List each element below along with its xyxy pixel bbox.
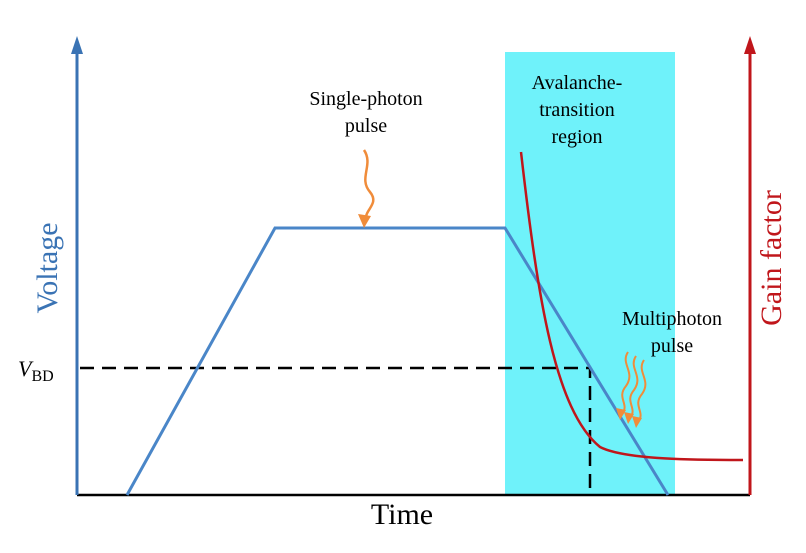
breakdown-voltage-symbol: V: [18, 356, 34, 381]
multiphoton-arrowhead-1: [616, 408, 626, 420]
multiphoton-label-line1: Multiphoton: [622, 308, 722, 330]
time-axis-label: Time: [371, 498, 433, 531]
single-photon-arrowhead: [358, 214, 371, 228]
region-label-line1: Avalanche-: [532, 72, 623, 94]
voltage-pulse-line: [125, 226, 670, 496]
breakdown-voltage-subscript: BD: [31, 368, 53, 385]
voltage-axis-label: Voltage: [31, 222, 64, 313]
gain-axis-arrowhead: [744, 36, 756, 54]
multiphoton-label-line2: pulse: [651, 335, 693, 357]
single-photon-arrow: [362, 149, 375, 221]
region-label-line2: transition: [539, 99, 615, 121]
gain-factor-curve: [519, 151, 744, 462]
gain-axis-label: Gain factor: [755, 190, 788, 326]
multiphoton-arrowhead-2: [624, 412, 634, 424]
single-photon-label-line1: Single-photon: [309, 88, 422, 110]
multiphoton-arrowhead-3: [632, 416, 642, 428]
voltage-axis-arrowhead: [71, 36, 83, 54]
multiphoton-arrows: [621, 351, 647, 423]
single-photon-label-line2: pulse: [345, 115, 387, 137]
breakdown-voltage-label: VBD: [18, 356, 54, 385]
region-label-line3: region: [551, 126, 602, 148]
